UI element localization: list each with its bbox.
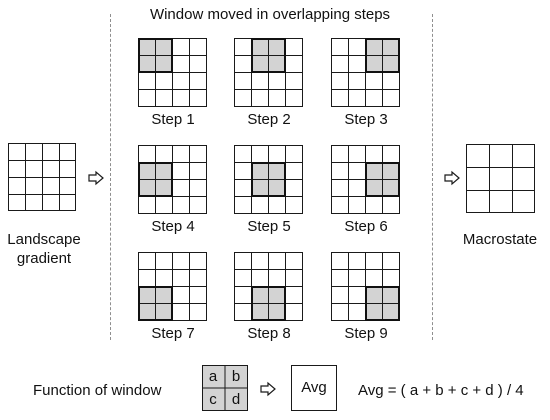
step-grid [331,38,400,107]
step-label: Step 6 [344,218,388,235]
step-label: Step 5 [247,218,291,235]
step-grid [234,252,303,321]
avg-box: Avg [291,365,337,411]
input-label-line2: gradient [16,250,72,267]
step-grid [138,252,207,321]
macrostate-grid [466,144,535,213]
step-label: Step 4 [151,218,195,235]
arrow-right-outline-icon [444,170,460,186]
step-grid [234,38,303,107]
window-cell-c: c [209,391,217,408]
step-grid [331,145,400,214]
window-cells-box [202,365,248,411]
window-cell-d: d [231,391,241,408]
arrow-right-outline-icon [88,170,104,186]
input-label-line1: Landscape [7,231,81,248]
step-grid [138,38,207,107]
step-label: Step 1 [151,111,195,128]
step-label: Step 2 [247,111,291,128]
step-label: Step 8 [247,325,291,342]
step-label: Step 3 [344,111,388,128]
arrow-right-outline-icon [260,381,276,397]
left-divider [110,14,111,340]
right-divider [432,14,433,340]
step-label: Step 7 [151,325,195,342]
avg-formula: Avg = ( a + b + c + d ) / 4 [358,382,524,399]
step-label: Step 9 [344,325,388,342]
window-cell-b: b [231,368,241,385]
step-grid [234,145,303,214]
avg-box-label: Avg [301,379,327,396]
output-label: Macrostate [462,231,538,248]
window-cell-a: a [208,368,218,385]
function-label: Function of window [33,382,162,399]
step-grid [331,252,400,321]
step-grid [138,145,207,214]
landscape-gradient-grid [8,143,76,211]
diagram-title: Window moved in overlapping steps [149,6,391,23]
